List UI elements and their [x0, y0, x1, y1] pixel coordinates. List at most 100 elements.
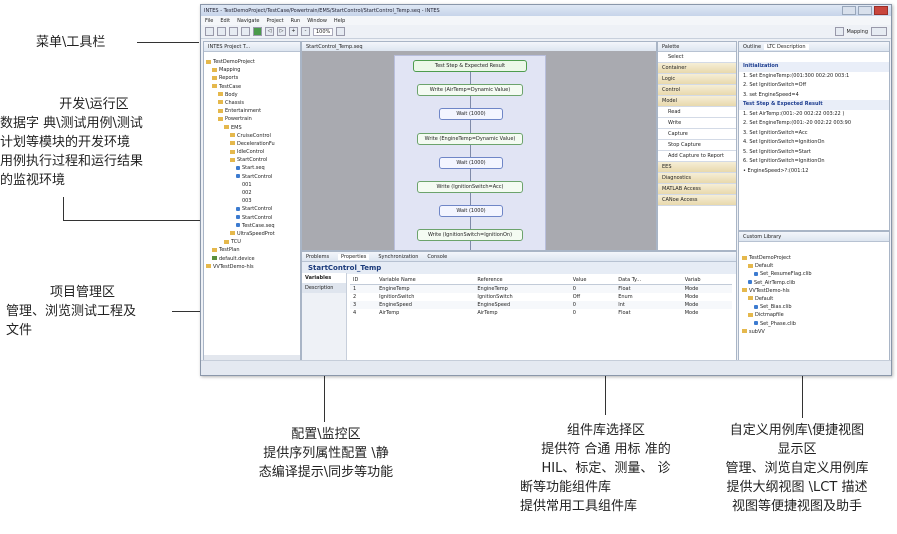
run-icon[interactable]	[253, 27, 262, 36]
zoom-out-icon[interactable]: -	[301, 27, 310, 36]
palette-item[interactable]: MATLAB Access	[658, 184, 736, 195]
column-header[interactable]: Data Ty...	[615, 276, 682, 285]
tree-item[interactable]: Powertrain	[206, 115, 300, 123]
tree-item[interactable]: 002	[242, 190, 252, 196]
tree-item[interactable]: StartControl	[206, 173, 300, 181]
tree-item[interactable]: 001	[242, 181, 252, 188]
tab-ltc-description[interactable]: LTC Description	[764, 43, 809, 50]
tab-problems[interactable]: Problems	[306, 253, 330, 260]
tree-item[interactable]: TCU	[206, 238, 300, 246]
palette-item[interactable]: Stop Capture	[658, 140, 736, 151]
back-icon[interactable]: ◁	[265, 27, 274, 36]
palette-item[interactable]: Logic	[658, 74, 736, 85]
tree-item[interactable]: Mapping	[206, 66, 300, 74]
print-icon[interactable]	[241, 27, 250, 36]
tree-item[interactable]: 003	[242, 198, 252, 205]
new-icon[interactable]	[205, 27, 214, 36]
palette-item[interactable]: Select	[658, 52, 736, 63]
library-item[interactable]: subVV	[742, 328, 889, 336]
perspective-switch-icon[interactable]	[871, 27, 887, 36]
column-header[interactable]: Variable Name	[376, 276, 475, 285]
column-header[interactable]: Reference	[474, 276, 570, 285]
outline-line[interactable]: • EngineSpeed>?:(001:12	[743, 167, 809, 174]
outline-line[interactable]: 5. Set IgnitionSwitch=Start	[743, 148, 811, 155]
column-header[interactable]: Value	[569, 276, 616, 285]
tree-item[interactable]: IdleControl	[206, 148, 300, 156]
image-icon[interactable]	[336, 27, 346, 36]
column-header[interactable]: ID	[350, 276, 377, 285]
menu-item-navigate[interactable]: Navigate	[237, 17, 260, 24]
palette-item[interactable]: EES	[658, 162, 736, 173]
library-item[interactable]: Dictmapfile	[742, 311, 889, 319]
flow-step-write[interactable]: Write (AirTemp=Dynamic Value)	[417, 84, 523, 97]
tree-item[interactable]: Chassis	[206, 99, 300, 107]
tree-item[interactable]: StartControl	[206, 214, 300, 222]
menu-item-project[interactable]: Project	[266, 17, 284, 24]
tab-console[interactable]: Console	[427, 253, 448, 260]
tree-item[interactable]: VVTestDemo-hls	[206, 263, 300, 271]
tree-item[interactable]: Start.seq	[206, 164, 300, 172]
tree-item[interactable]: TestDemoProject	[206, 58, 300, 66]
close-button[interactable]	[874, 6, 888, 15]
side-tab-description[interactable]: Description	[302, 283, 346, 293]
library-item[interactable]: Default	[742, 295, 889, 303]
tree-item[interactable]: TestCase	[206, 83, 300, 91]
tree-item[interactable]: TestCase.seq	[206, 222, 300, 230]
outline-line[interactable]: 1. Set EngineTemp:(001:300 002:20 003:1	[743, 72, 850, 79]
library-item[interactable]: Set_Bias.clib	[742, 303, 889, 311]
column-header[interactable]: Variab	[681, 276, 732, 285]
mapping-perspective[interactable]: Mapping	[834, 27, 887, 36]
palette-item[interactable]: Add Capture to Report	[658, 151, 736, 162]
flow-step-head[interactable]: Test Step & Expected Result	[413, 60, 527, 72]
save-all-icon[interactable]	[229, 27, 238, 36]
library-item[interactable]: Set_ResumeFlag.clib	[742, 270, 889, 278]
tree-item[interactable]: Entertainment	[206, 107, 300, 115]
flow-step-write[interactable]: Write (EngineTemp=Dynamic Value)	[417, 132, 523, 145]
library-item[interactable]: Set_Phase.clib	[742, 320, 889, 328]
zoom-in-icon[interactable]: +	[289, 27, 298, 36]
palette-item[interactable]: Diagnostics	[658, 173, 736, 184]
tab-properties[interactable]: Properties	[338, 253, 370, 260]
flow-step-write[interactable]: Write (IgnitionSwitch=Acc)	[417, 181, 523, 193]
library-item[interactable]: TestDemoProject	[742, 254, 889, 262]
maximize-button[interactable]	[858, 6, 872, 15]
tree-item[interactable]: TestPlan	[206, 246, 300, 254]
custom-library-tab[interactable]: Custom Library	[739, 232, 889, 242]
outline-line[interactable]: 6. Set IgnitionSwitch=IgnitionOn	[743, 158, 825, 164]
menu-item-edit[interactable]: Edit	[220, 17, 231, 24]
horizontal-scrollbar[interactable]	[204, 355, 300, 360]
menu-item-window[interactable]: Window	[307, 17, 327, 24]
menu-item-run[interactable]: Run	[290, 17, 301, 24]
outline-line[interactable]: 1. Set AirTemp:(001:-20 002:22 003:22 )	[743, 110, 845, 117]
tree-item[interactable]: StartControl	[206, 205, 300, 213]
outline-line[interactable]: 3. Set IgnitionSwitch=Acc	[743, 129, 808, 136]
palette-item[interactable]: Control	[658, 85, 736, 96]
outline-line[interactable]: 3. set EngineSpeed=4	[743, 91, 799, 98]
forward-icon[interactable]: ▷	[277, 27, 286, 36]
minimize-button[interactable]	[842, 6, 856, 15]
zoom-combo[interactable]: 100%	[313, 27, 334, 36]
outline-line[interactable]: Test Step & Expected Result	[739, 100, 889, 110]
save-icon[interactable]	[217, 27, 226, 36]
library-item[interactable]: Default	[742, 262, 889, 270]
library-item[interactable]: Set_AirTemp.clib	[742, 279, 889, 287]
project-explorer-tab[interactable]: INTES Project T...	[204, 42, 300, 52]
palette-item[interactable]: CANoe Access	[658, 195, 736, 206]
flow-step-wait[interactable]: Wait (1000)	[439, 205, 503, 218]
tree-item[interactable]: CruiseControl	[206, 132, 300, 140]
flow-step-write[interactable]: Write (IgnitionSwitch=IgnitionOn)	[417, 229, 523, 242]
tree-item[interactable]: DecelerationFu	[206, 140, 300, 148]
library-item[interactable]: VVTestDemo-hls	[742, 287, 889, 295]
palette-item[interactable]: Read	[658, 107, 736, 118]
tab-synchronization[interactable]: Synchronization	[378, 253, 419, 260]
palette-tab[interactable]: Palette	[658, 42, 736, 52]
outline-line[interactable]: Initialization	[739, 62, 889, 72]
menu-item-file[interactable]: File	[205, 17, 214, 24]
tab-outline[interactable]: Outline	[743, 43, 762, 50]
tree-item[interactable]: EMS	[206, 124, 300, 132]
outline-line[interactable]: 4. Set IgnitionSwitch=IgnitionOn	[743, 139, 825, 145]
